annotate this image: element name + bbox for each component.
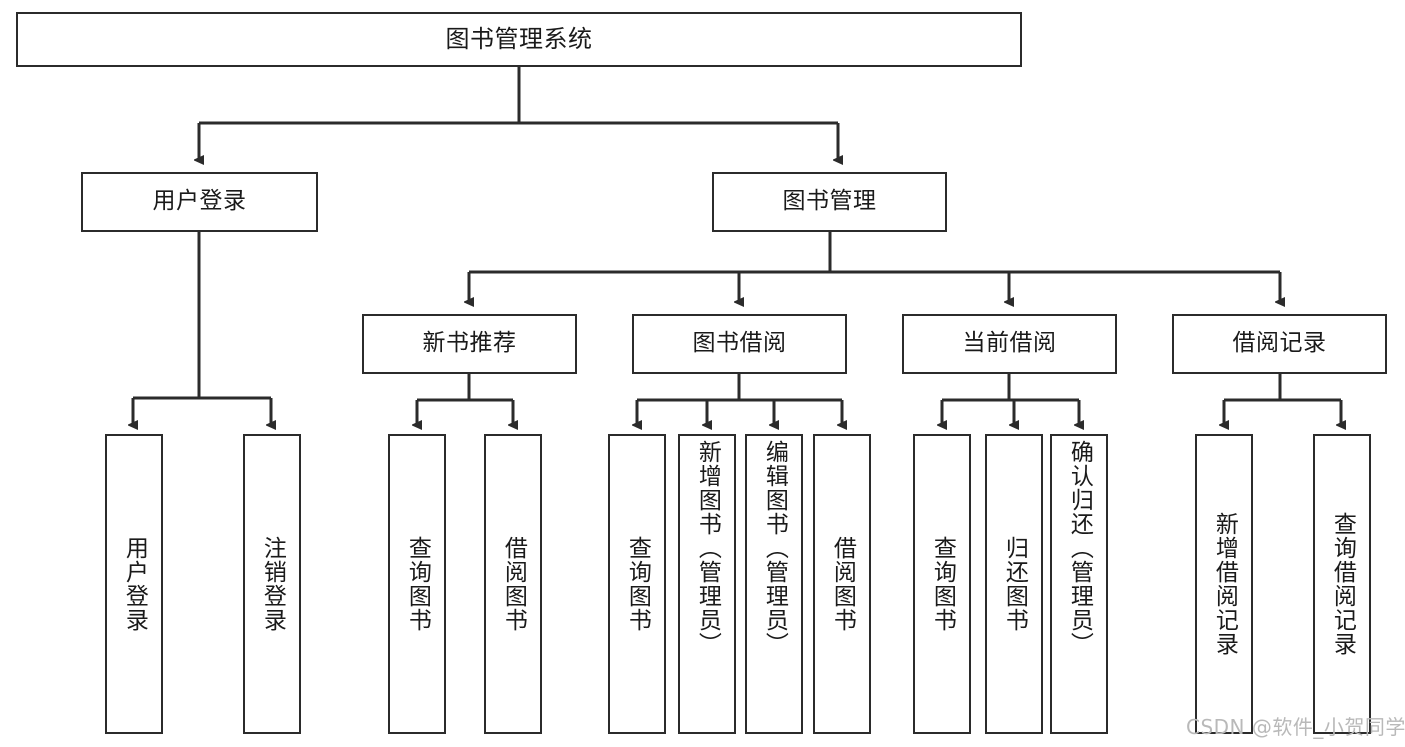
node-root-book-management-system[interactable]: 图书管理系统: [16, 12, 1022, 67]
node-label: 新书推荐: [422, 330, 517, 357]
leaf-node-query-book-recommend[interactable]: 查询图书: [388, 434, 446, 734]
leaf-node-confirm-return-admin[interactable]: 确认归还（管理员）: [1050, 434, 1108, 734]
node-label: 借阅记录: [1232, 330, 1327, 357]
node-label: 当前借阅: [962, 330, 1057, 357]
leaf-node-logout[interactable]: 注销登录: [243, 434, 301, 734]
leaf-node-add-borrow-record[interactable]: 新增借阅记录: [1195, 434, 1253, 734]
leaf-node-user-login-action[interactable]: 用户登录: [105, 434, 163, 734]
node-label-vertical: 确认归还（管理员）: [1066, 440, 1093, 656]
node-book-borrow[interactable]: 图书借阅: [632, 314, 847, 374]
leaf-node-query-book-current[interactable]: 查询图书: [913, 434, 971, 734]
node-label-vertical: 借阅图书: [829, 536, 856, 632]
leaf-node-query-book-borrow[interactable]: 查询图书: [608, 434, 666, 734]
node-current-borrow[interactable]: 当前借阅: [902, 314, 1117, 374]
node-label-vertical: 查询图书: [929, 536, 956, 632]
node-label: 图书管理系统: [445, 25, 593, 54]
node-label-vertical: 注销登录: [259, 536, 286, 632]
node-label-vertical: 借阅图书: [500, 536, 527, 632]
node-label: 用户登录: [152, 188, 247, 215]
leaf-node-edit-book-admin[interactable]: 编辑图书（管理员）: [745, 434, 803, 734]
leaf-node-borrow-book-recommend[interactable]: 借阅图书: [484, 434, 542, 734]
node-label-vertical: 新增图书（管理员）: [694, 440, 721, 656]
node-label: 图书借阅: [692, 330, 787, 357]
node-label-vertical: 用户登录: [121, 536, 148, 632]
node-new-book-recommend[interactable]: 新书推荐: [362, 314, 577, 374]
node-borrow-record[interactable]: 借阅记录: [1172, 314, 1387, 374]
node-label-vertical: 查询图书: [624, 536, 651, 632]
node-label-vertical: 查询借阅记录: [1329, 512, 1356, 656]
leaf-node-add-book-admin[interactable]: 新增图书（管理员）: [678, 434, 736, 734]
csdn-watermark: CSDN @软件_小贺同学: [1186, 715, 1405, 739]
leaf-node-query-borrow-record[interactable]: 查询借阅记录: [1313, 434, 1371, 734]
node-label-vertical: 新增借阅记录: [1211, 512, 1238, 656]
node-book-management[interactable]: 图书管理: [712, 172, 947, 232]
node-label-vertical: 归还图书: [1001, 536, 1028, 632]
leaf-node-return-book[interactable]: 归还图书: [985, 434, 1043, 734]
node-user-login[interactable]: 用户登录: [81, 172, 318, 232]
node-label: 图书管理: [782, 188, 877, 215]
leaf-node-borrow-book[interactable]: 借阅图书: [813, 434, 871, 734]
node-label-vertical: 查询图书: [404, 536, 431, 632]
node-label-vertical: 编辑图书（管理员）: [761, 440, 788, 656]
